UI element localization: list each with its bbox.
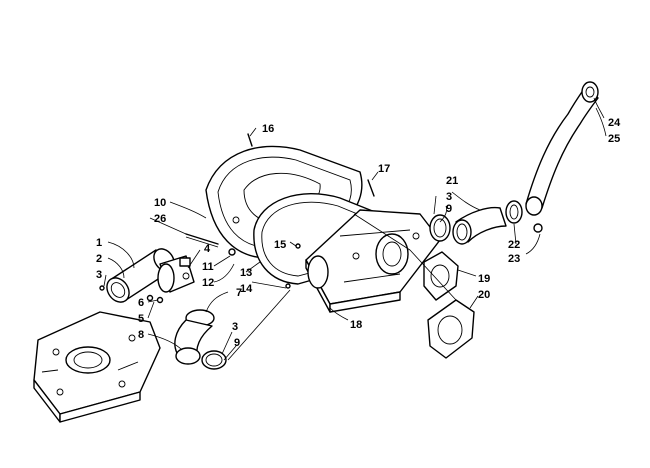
callout-21: 21 [446, 175, 458, 187]
callout-17: 17 [378, 163, 390, 175]
callout-10: 10 [154, 197, 166, 209]
callout-22: 22 [508, 239, 520, 251]
bolt-11 [228, 248, 236, 256]
callout-4: 4 [204, 243, 211, 255]
callout-1: 1 [96, 237, 102, 249]
mounting-plate [33, 311, 161, 423]
inner-housing [305, 209, 441, 313]
callout-5: 5 [138, 313, 144, 325]
screw-6 [156, 296, 164, 304]
strap-26 [185, 233, 219, 245]
callout-11: 11 [202, 261, 214, 273]
callout-9: 9 [234, 337, 240, 349]
callout-13: 13 [240, 267, 252, 279]
callout-3: 3 [232, 321, 238, 333]
gasket-19 [423, 251, 459, 301]
lower-elbow [174, 309, 227, 370]
callout-14: 14 [240, 283, 253, 295]
callout-26: 26 [154, 213, 166, 225]
gasket-20 [427, 299, 475, 359]
bolt-16 [247, 133, 253, 147]
callout-3: 3 [446, 191, 452, 203]
callout-8: 8 [138, 329, 144, 341]
callout-3: 3 [96, 269, 102, 281]
long-intake-tube [525, 81, 599, 216]
callout-25: 25 [608, 133, 620, 145]
callout-12: 12 [202, 277, 214, 289]
callout-16: 16 [262, 123, 274, 135]
bolt-15 [295, 243, 301, 249]
bolt-17 [367, 179, 375, 197]
callout-2: 2 [96, 253, 102, 265]
callout-19: 19 [478, 273, 490, 285]
coupler-housing [157, 255, 195, 293]
bolt-14 [285, 283, 291, 289]
callout-7: 7 [236, 287, 242, 299]
callout-labels: 1 2 3 3 3 4 5 6 7 8 9 9 10 11 12 13 14 1… [96, 117, 621, 349]
screw-23 [533, 223, 543, 233]
leader-lines [103, 97, 607, 361]
callout-20: 20 [478, 289, 490, 301]
screw-5 [146, 294, 154, 302]
clamp-22 [505, 200, 523, 224]
callout-23: 23 [508, 253, 520, 265]
callout-18: 18 [350, 319, 362, 331]
ring-9 [429, 214, 451, 242]
callout-24: 24 [608, 117, 621, 129]
callout-9: 9 [446, 203, 452, 215]
callout-15: 15 [274, 239, 286, 251]
upper-intake-duct [452, 206, 507, 245]
clip-3a [99, 285, 105, 291]
callout-6: 6 [138, 297, 144, 309]
